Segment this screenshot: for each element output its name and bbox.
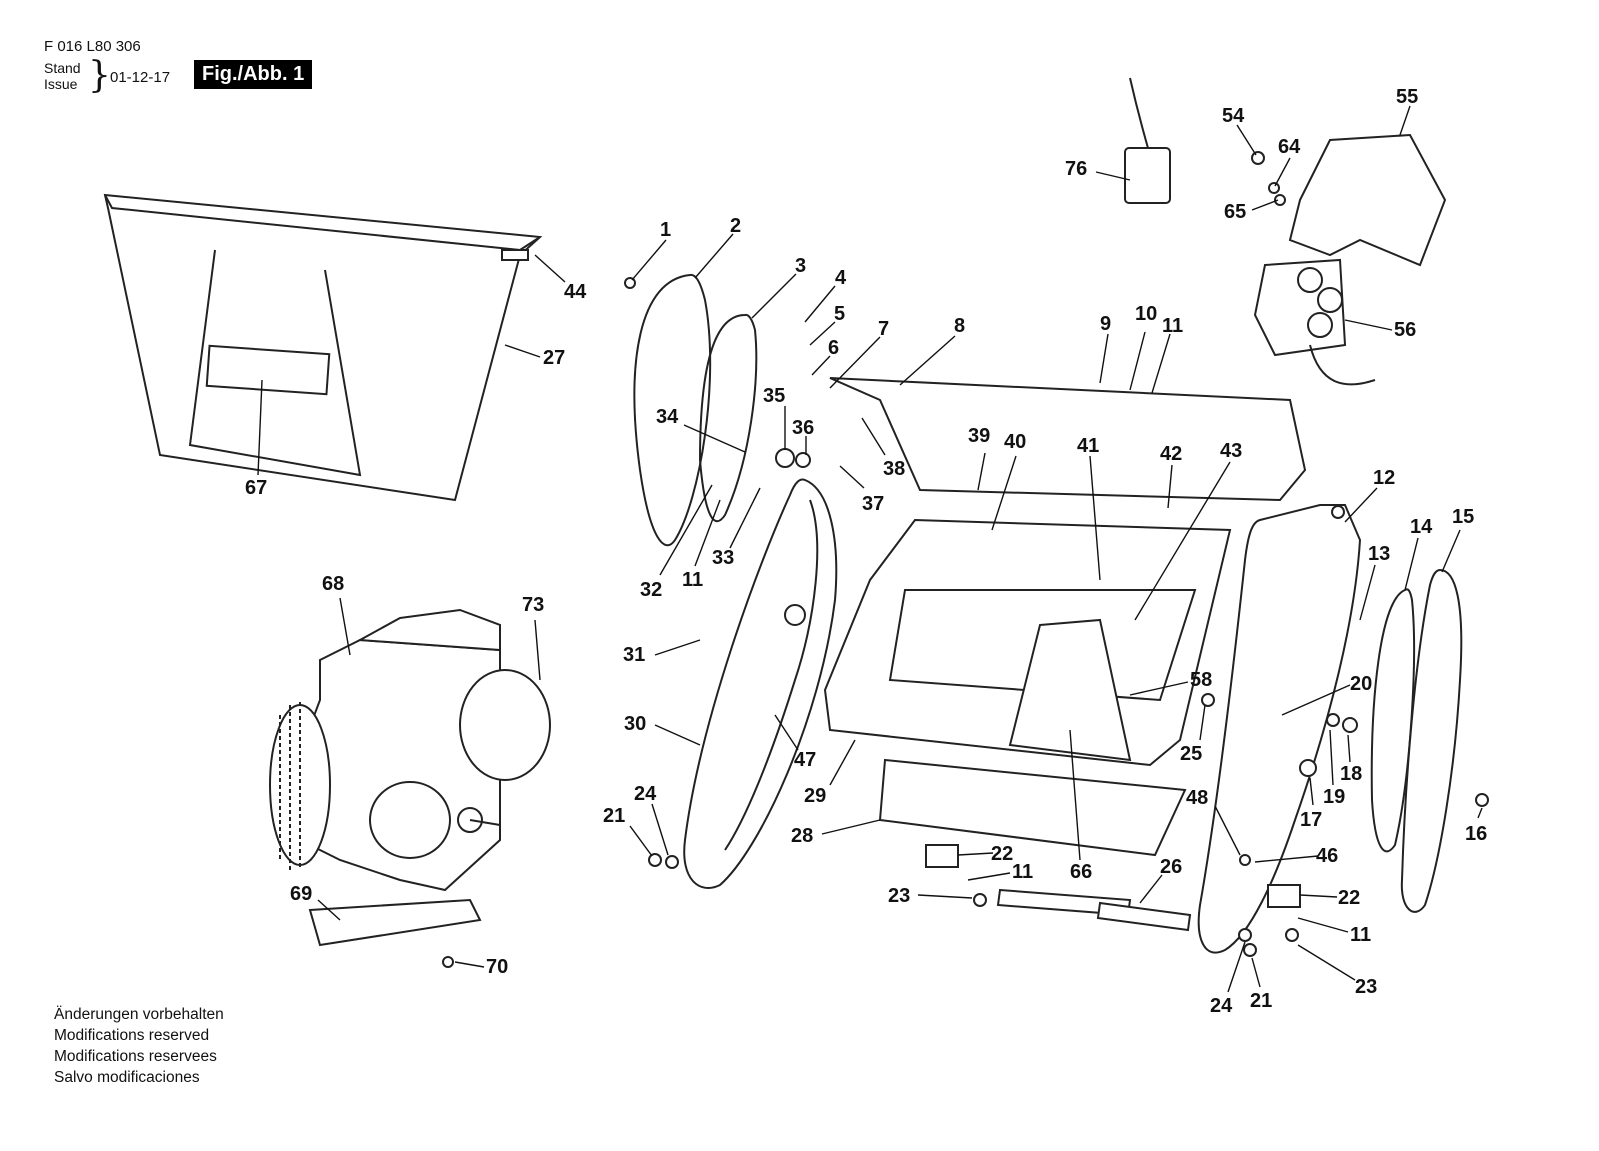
callout-55: 55 bbox=[1396, 86, 1418, 108]
leader-lines bbox=[257, 105, 1483, 993]
chassis-housing-drawing bbox=[823, 377, 1307, 857]
callout-56: 56 bbox=[1394, 319, 1416, 341]
callout-41: 41 bbox=[1077, 435, 1099, 457]
footer-notes: Änderungen vorbehalten Modifications res… bbox=[54, 1004, 224, 1088]
callout-4: 4 bbox=[835, 267, 847, 289]
callout-31: 31 bbox=[623, 644, 645, 666]
callout-29: 29 bbox=[804, 785, 826, 807]
callout-76: 76 bbox=[1065, 158, 1087, 180]
hardware-drawing bbox=[442, 151, 1489, 968]
callout-24-left: 24 bbox=[634, 783, 657, 805]
callout-8: 8 bbox=[954, 315, 965, 337]
callout-65: 65 bbox=[1224, 201, 1246, 223]
document-number: F 016 L80 306 bbox=[44, 38, 141, 55]
callout-73: 73 bbox=[522, 594, 544, 616]
callout-35: 35 bbox=[763, 385, 785, 407]
callout-22-left: 22 bbox=[991, 843, 1013, 865]
callout-3: 3 bbox=[795, 255, 806, 277]
callout-5: 5 bbox=[834, 303, 845, 325]
callout-44: 44 bbox=[564, 281, 587, 303]
callout-32: 32 bbox=[640, 579, 662, 601]
callout-70: 70 bbox=[486, 956, 508, 978]
drive-belts-drawing bbox=[633, 273, 758, 547]
callout-11-top: 11 bbox=[1162, 315, 1183, 337]
note-english: Modifications reserved bbox=[54, 1027, 210, 1044]
note-german: Änderungen vorbehalten bbox=[54, 1006, 224, 1023]
stand-issue-labels: Stand Issue bbox=[44, 60, 81, 92]
callout-39: 39 bbox=[968, 425, 990, 447]
callout-36: 36 bbox=[792, 417, 814, 439]
issue-label: Issue bbox=[44, 76, 78, 92]
callout-12: 12 bbox=[1373, 467, 1395, 489]
callout-14: 14 bbox=[1410, 516, 1433, 538]
brace-glyph: } bbox=[88, 55, 111, 96]
right-side-plate-drawing bbox=[1197, 504, 1362, 954]
callout-34: 34 bbox=[656, 406, 679, 428]
callout-42: 42 bbox=[1160, 443, 1182, 465]
callout-28: 28 bbox=[791, 825, 813, 847]
battery-cover-drawing bbox=[1124, 77, 1447, 386]
callout-24-right: 24 bbox=[1210, 995, 1233, 1017]
callout-18: 18 bbox=[1340, 763, 1362, 785]
callout-26: 26 bbox=[1160, 856, 1182, 878]
left-side-plate-drawing bbox=[683, 478, 838, 889]
callout-66: 66 bbox=[1070, 861, 1092, 883]
callout-67: 67 bbox=[245, 477, 267, 499]
callout-21-right: 21 bbox=[1250, 990, 1272, 1012]
callout-54: 54 bbox=[1222, 105, 1245, 127]
callout-7: 7 bbox=[878, 318, 889, 340]
callout-27: 27 bbox=[543, 347, 565, 369]
callout-15: 15 bbox=[1452, 506, 1474, 528]
callout-64: 64 bbox=[1278, 136, 1301, 158]
callout-21-left: 21 bbox=[603, 805, 625, 827]
callout-1: 1 bbox=[660, 219, 671, 241]
callout-33: 33 bbox=[712, 547, 734, 569]
callout-11-left: 11 bbox=[682, 569, 703, 591]
callout-23-right: 23 bbox=[1355, 976, 1377, 998]
note-french: Modifications reservees bbox=[54, 1048, 217, 1065]
callout-58: 58 bbox=[1190, 669, 1212, 691]
note-spanish: Salvo modificaciones bbox=[54, 1069, 200, 1086]
part-illustrations bbox=[103, 77, 1489, 968]
callout-43: 43 bbox=[1220, 440, 1242, 462]
callout-68: 68 bbox=[322, 573, 344, 595]
callout-11-right: 11 bbox=[1350, 924, 1371, 946]
callout-46: 46 bbox=[1316, 845, 1338, 867]
figure-label: Fig./Abb. 1 bbox=[194, 60, 313, 89]
stand-label: Stand bbox=[44, 60, 81, 76]
document-header: F 016 L80 306 Stand Issue } 01-12-17 Fig… bbox=[44, 38, 364, 98]
callout-labels: 1 2 3 4 5 6 7 8 9 10 11 34 35 36 37 38 3… bbox=[245, 86, 1487, 1017]
revision-date: 01-12-17 bbox=[110, 69, 171, 86]
callout-30: 30 bbox=[624, 713, 646, 735]
callout-25: 25 bbox=[1180, 743, 1202, 765]
callout-37: 37 bbox=[862, 493, 884, 515]
callout-11-center: 11 bbox=[1012, 861, 1033, 883]
engine-drawing bbox=[269, 608, 551, 947]
callout-23-left: 23 bbox=[888, 885, 910, 907]
callout-20: 20 bbox=[1350, 673, 1372, 695]
callout-6: 6 bbox=[828, 337, 839, 359]
callout-17: 17 bbox=[1300, 809, 1322, 831]
callout-13: 13 bbox=[1368, 543, 1390, 565]
callout-22-right: 22 bbox=[1338, 887, 1360, 909]
callout-19: 19 bbox=[1323, 786, 1345, 808]
callout-69: 69 bbox=[290, 883, 312, 905]
callout-47: 47 bbox=[794, 749, 816, 771]
callout-2: 2 bbox=[730, 215, 741, 237]
callout-9: 9 bbox=[1100, 313, 1111, 335]
callout-48: 48 bbox=[1186, 787, 1208, 809]
callout-40: 40 bbox=[1004, 431, 1026, 453]
callout-10: 10 bbox=[1135, 303, 1157, 325]
right-belt-and-cover-drawing bbox=[1370, 568, 1463, 913]
grass-box-drawing bbox=[103, 193, 543, 502]
callout-16: 16 bbox=[1465, 823, 1487, 845]
callout-38: 38 bbox=[883, 458, 905, 480]
